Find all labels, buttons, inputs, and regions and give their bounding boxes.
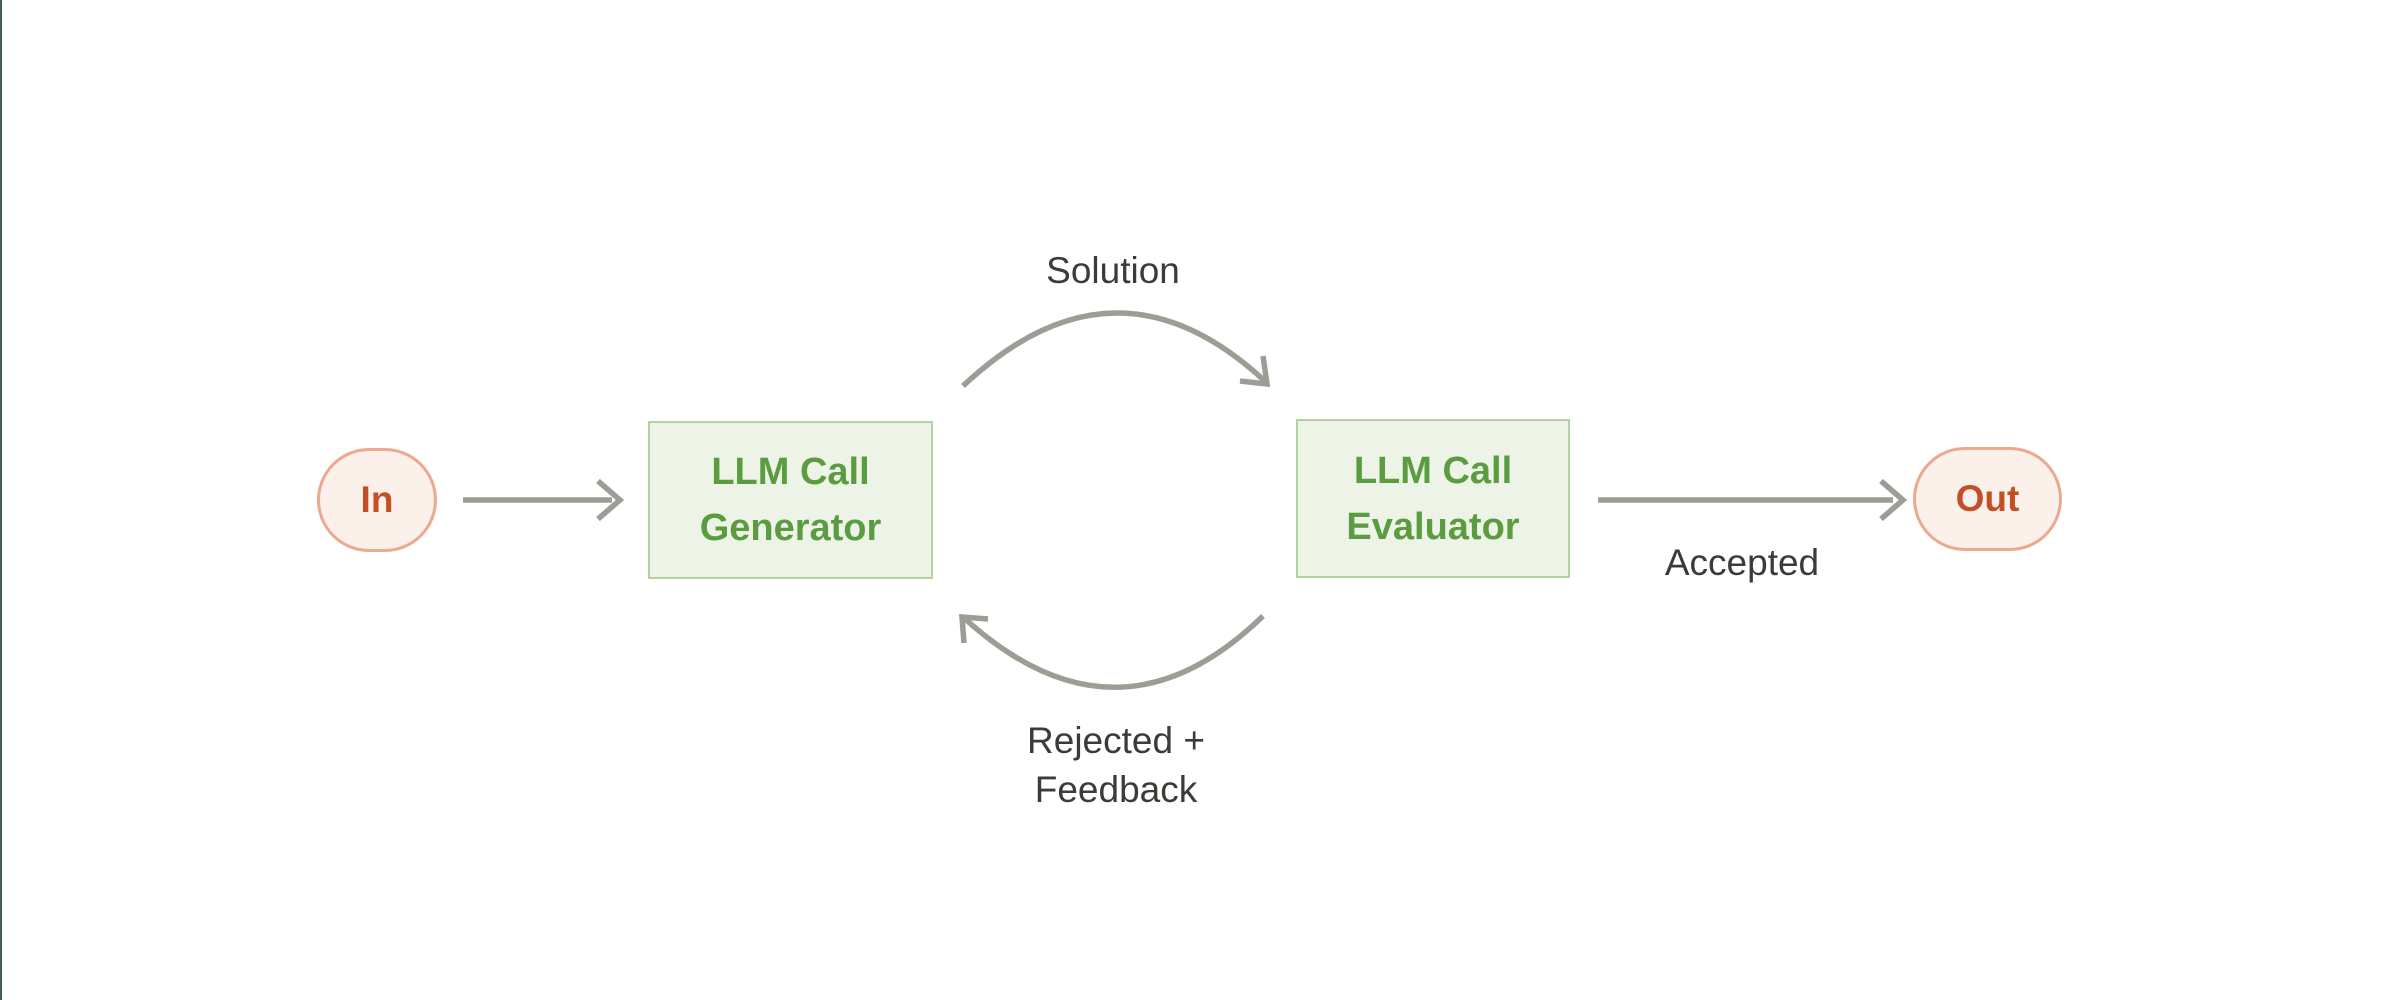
label-rejected-line2: Feedback (1034, 769, 1198, 810)
arrow-solution-curve (961, 310, 1271, 389)
node-in: In (317, 448, 437, 552)
node-evaluator-label-line2: Evaluator (1346, 505, 1520, 548)
node-llm-call-evaluator: LLM Call Evaluator (1296, 419, 1570, 578)
label-accepted: Accepted (1664, 542, 1820, 583)
label-rejected-line1: Rejected + (1027, 720, 1205, 761)
arrow-rejected-curve (959, 614, 1265, 690)
node-generator-label-line2: Generator (699, 507, 882, 549)
arrow-in-to-generator (463, 478, 625, 522)
node-evaluator-label-line1: LLM Call (1353, 449, 1513, 492)
node-out-label: Out (1955, 478, 2020, 519)
node-out: Out (1913, 447, 2062, 551)
label-solution: Solution (1046, 250, 1180, 291)
node-generator-label-line1: LLM Call (711, 451, 870, 493)
node-in-label: In (360, 479, 394, 520)
label-rejected-feedback: Rejected + Feedback (1027, 716, 1205, 814)
page-left-edge (0, 0, 2, 1000)
node-llm-call-generator: LLM Call Generator (648, 421, 933, 579)
arrow-evaluator-to-out (1598, 478, 1908, 522)
